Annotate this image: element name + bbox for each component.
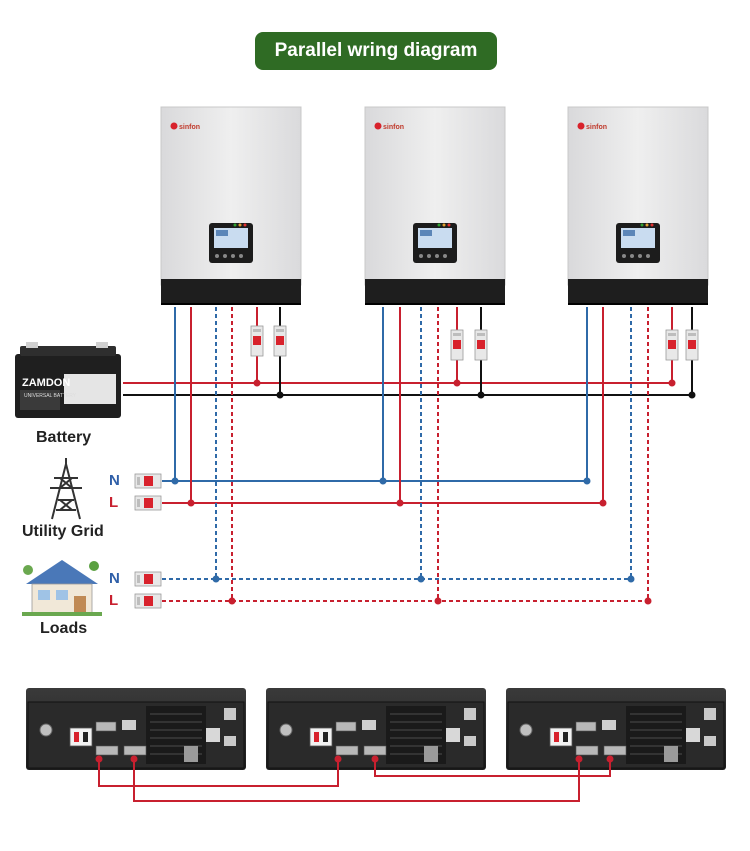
house-icon — [22, 560, 102, 616]
parallel-cables — [98, 759, 611, 802]
brand-logo-1: sinfon — [179, 124, 200, 131]
inverter-2 — [364, 106, 506, 306]
battery-subtext: UNIVERSAL BATTERY — [24, 393, 77, 399]
brand-logo-2: sinfon — [383, 124, 404, 131]
grid-n-label: N — [109, 472, 120, 489]
battery-icon — [15, 342, 121, 418]
brand-logo-3: sinfon — [586, 124, 607, 131]
loads-label: Loads — [40, 620, 88, 637]
rear-panel-3 — [505, 687, 727, 771]
load-wires — [162, 307, 649, 602]
inverter-1 — [160, 106, 302, 306]
loads-n-label: N — [109, 570, 120, 587]
load-junctions — [212, 575, 652, 605]
utility-pylon-icon — [50, 458, 82, 520]
inverter-3 — [567, 106, 709, 306]
battery-label: Battery — [36, 429, 92, 446]
cable-ports — [95, 755, 614, 763]
battery-junctions — [253, 379, 696, 399]
grid-l-label: L — [109, 494, 119, 511]
battery-wires — [123, 307, 693, 396]
load-breakers — [134, 571, 162, 609]
loads-l-label: L — [109, 592, 119, 609]
diagram-title: Parallel wring diagram — [255, 32, 497, 70]
grid-junctions — [171, 477, 607, 507]
grid-wires — [162, 307, 604, 504]
utility-grid-label: Utility Grid — [22, 523, 104, 540]
grid-breakers — [134, 473, 162, 511]
battery-brand: ZAMDON — [22, 377, 70, 389]
